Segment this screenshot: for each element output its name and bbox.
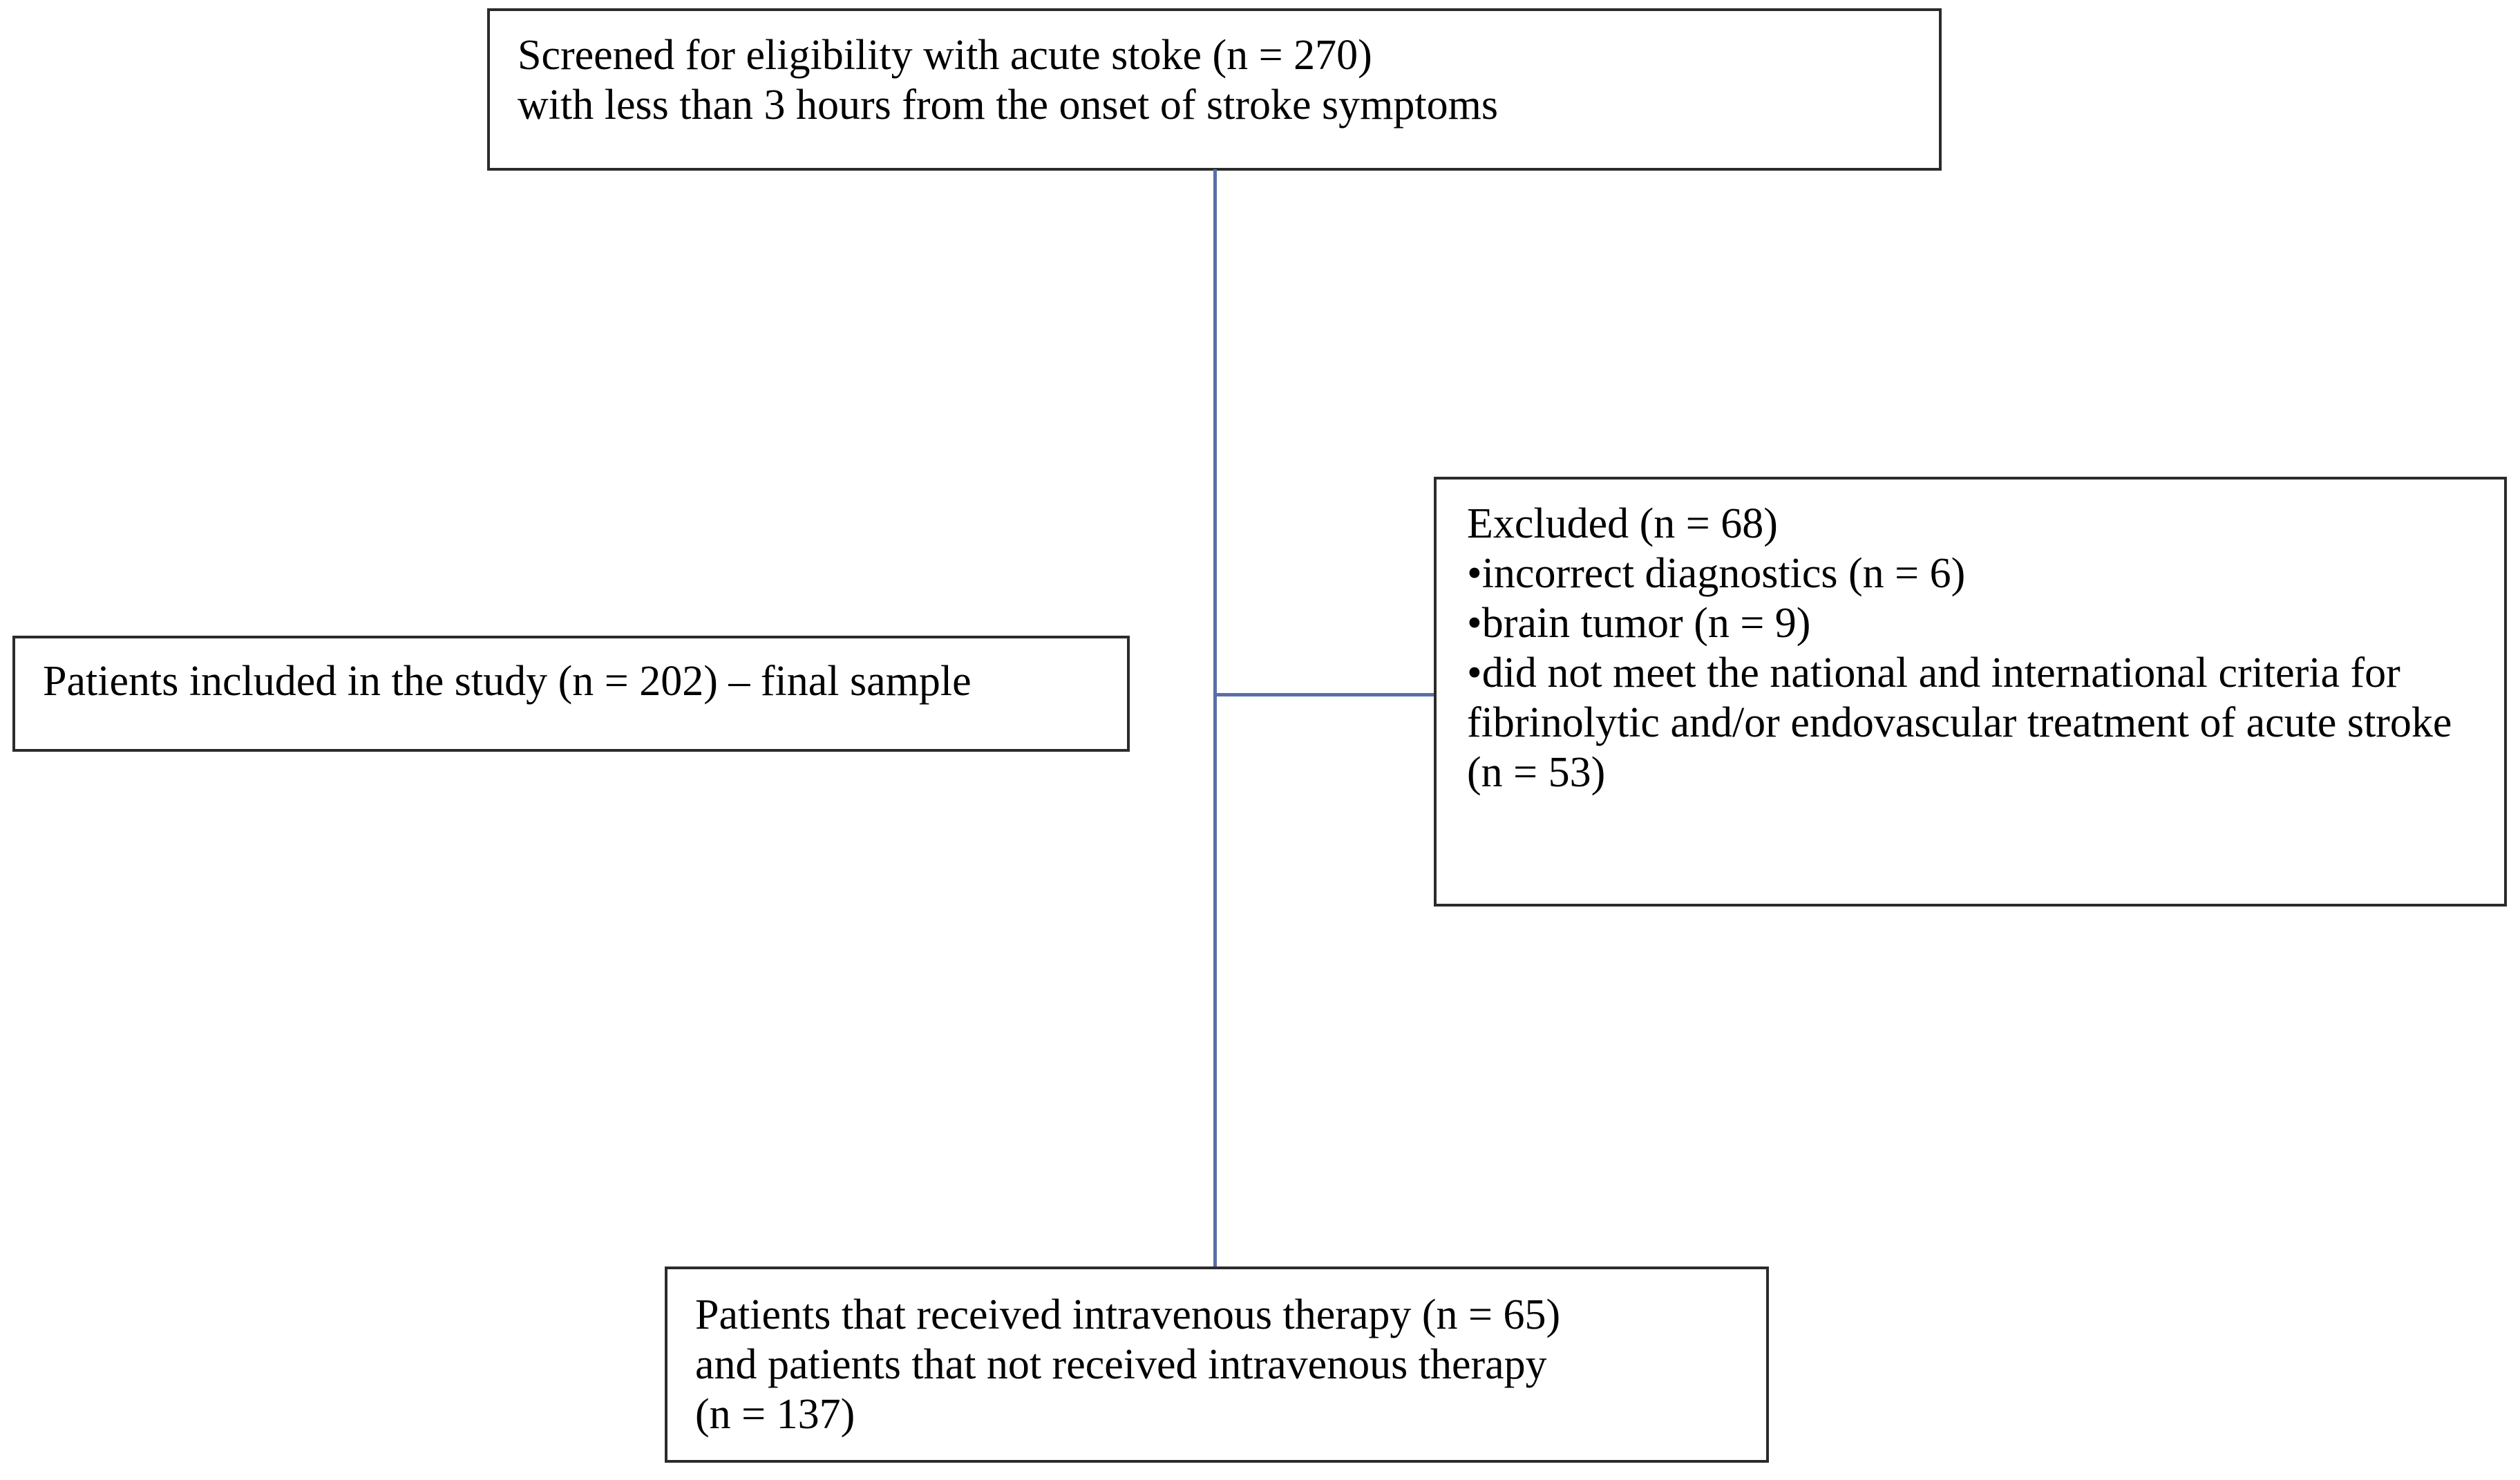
patients-included-box: Patients included in the study (n = 202)… bbox=[12, 636, 1130, 752]
screened-for-eligibility-box: Screened for eligibility with acute stok… bbox=[487, 8, 1942, 171]
connector-vertical-line bbox=[1213, 169, 1217, 1268]
excluded-text: Excluded (n = 68) •incorrect diagnostics… bbox=[1467, 500, 2452, 796]
patients-therapy-text: Patients that received intravenous thera… bbox=[695, 1291, 1561, 1438]
screened-for-eligibility-text: Screened for eligibility with acute stok… bbox=[518, 32, 1498, 129]
excluded-box: Excluded (n = 68) •incorrect diagnostics… bbox=[1434, 477, 2507, 907]
patients-therapy-box: Patients that received intravenous thera… bbox=[665, 1266, 1769, 1463]
connector-horizontal-line-excluded bbox=[1213, 693, 1436, 696]
patients-included-text: Patients included in the study (n = 202)… bbox=[43, 658, 972, 705]
